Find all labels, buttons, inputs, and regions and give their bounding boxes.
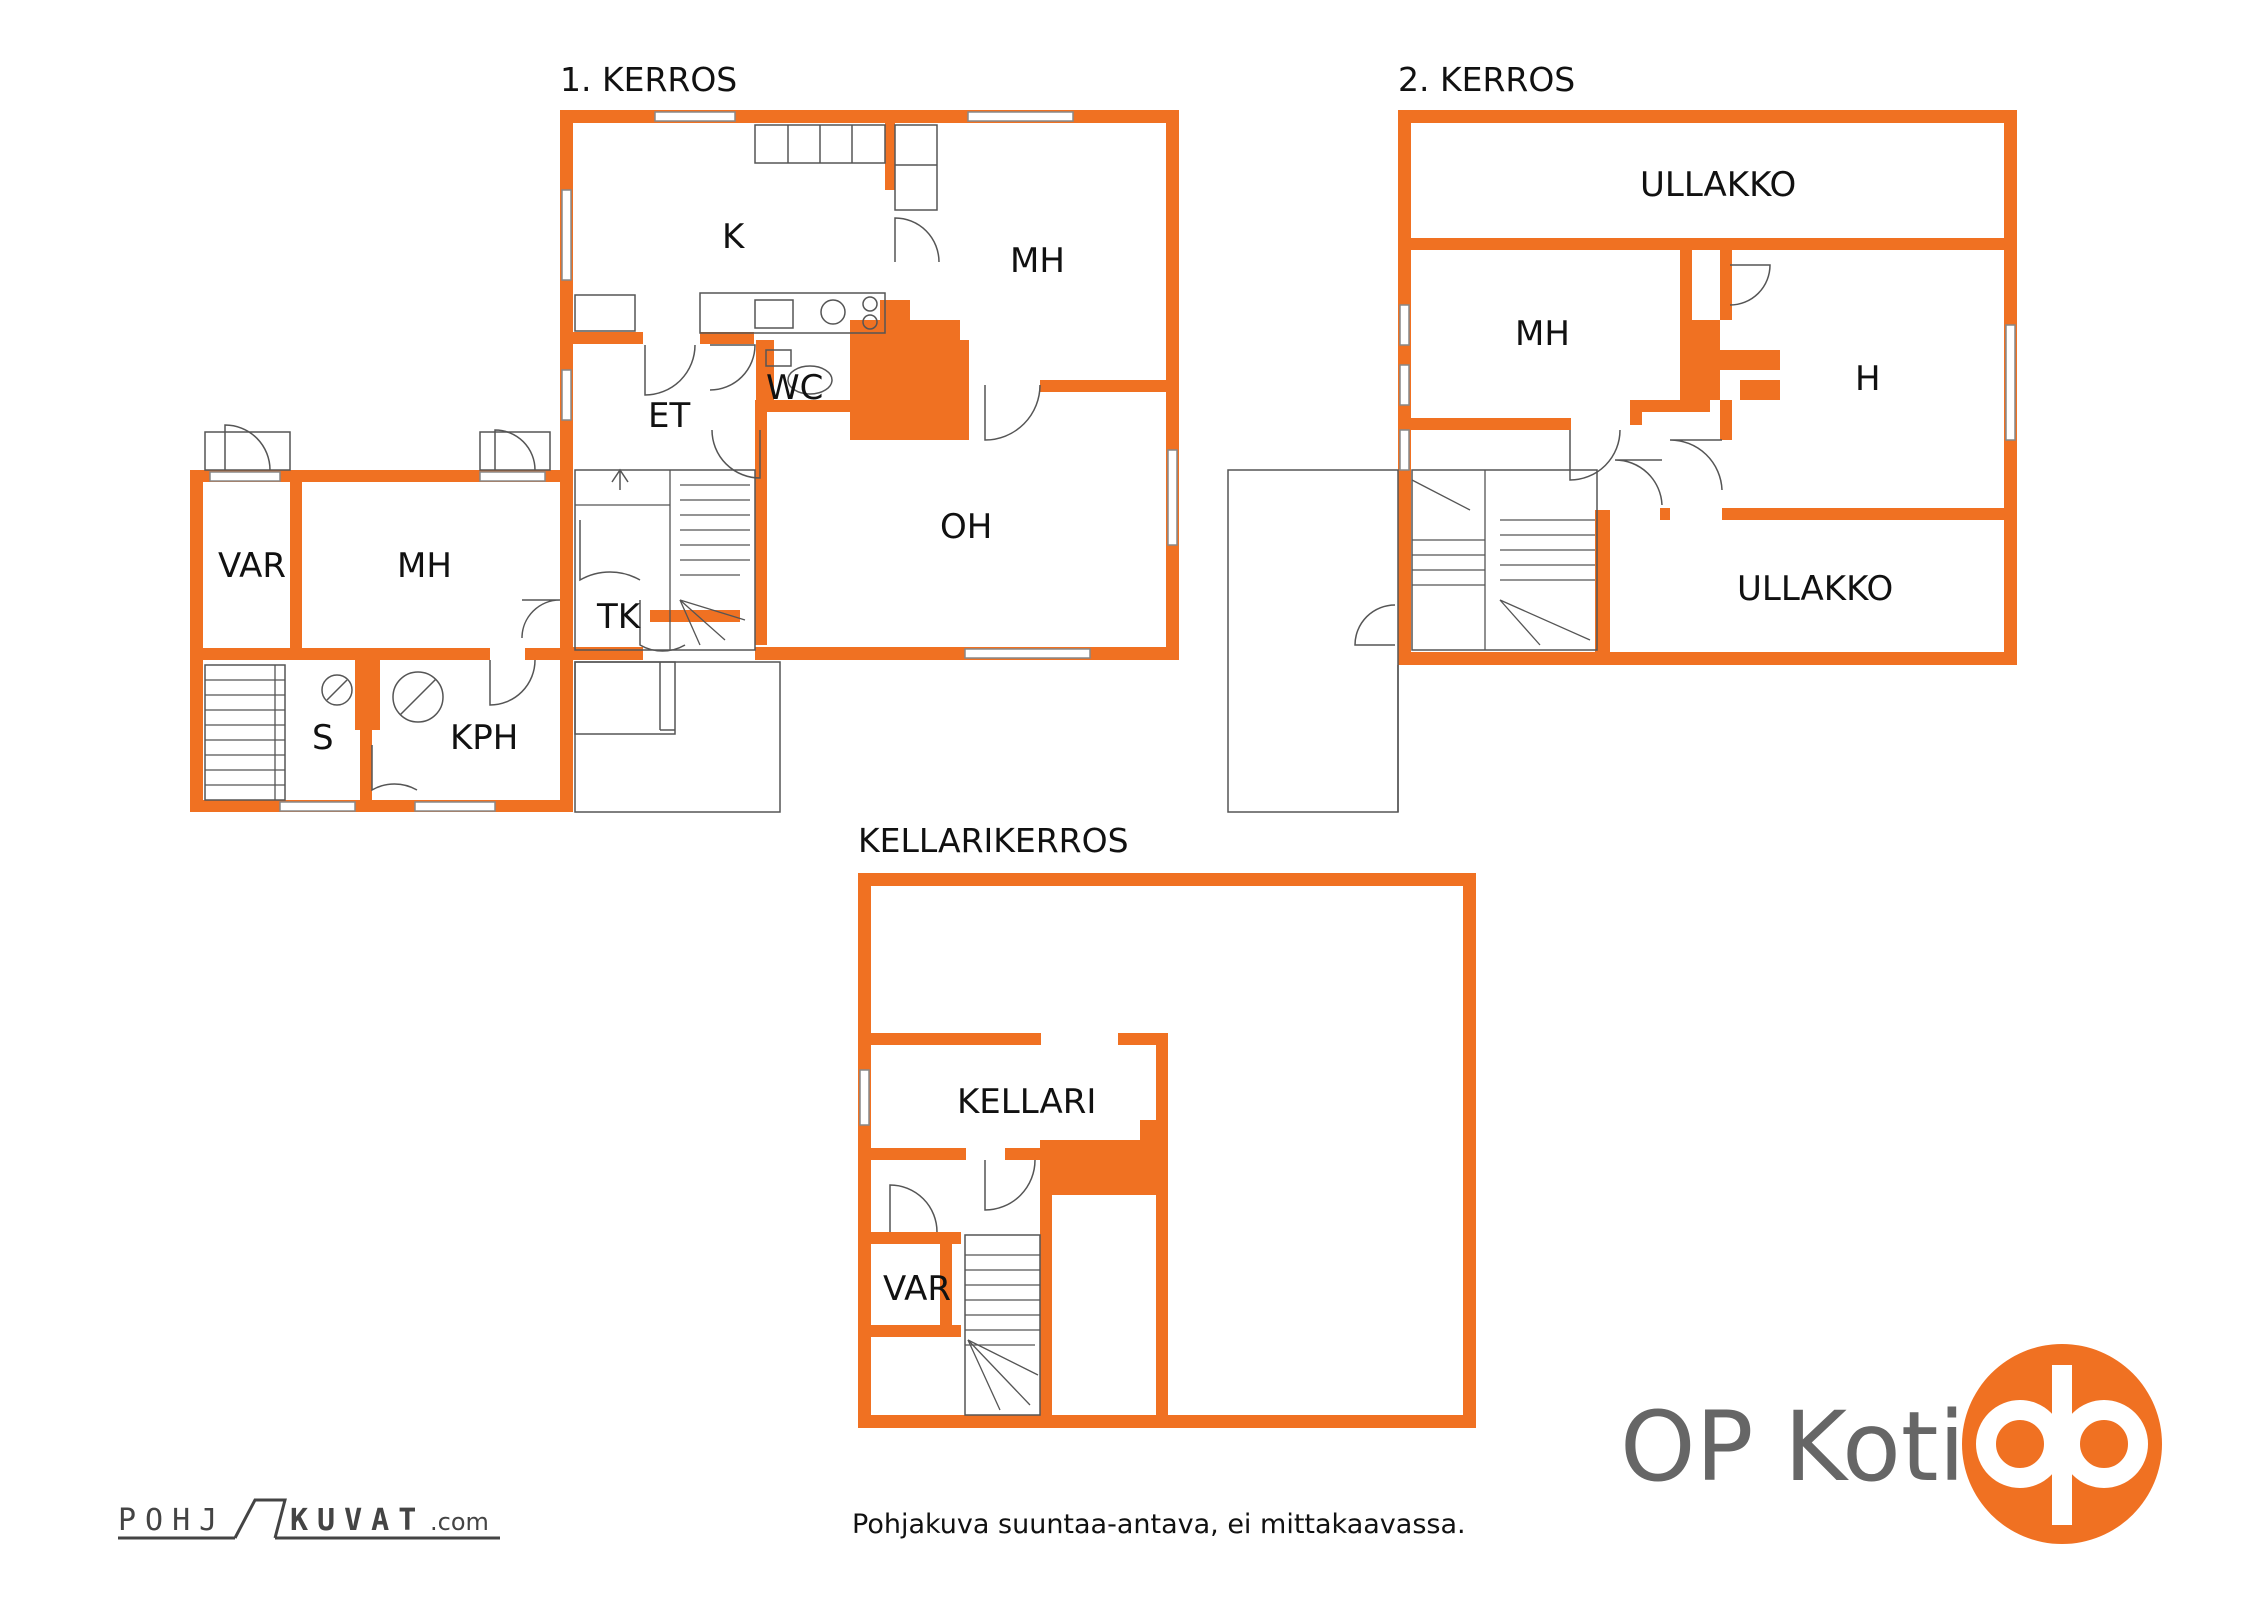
second-floor-title: 2. KERROS bbox=[1398, 60, 1575, 99]
room-label-h: H bbox=[1855, 359, 1881, 399]
op-logo bbox=[1962, 1344, 2162, 1544]
room-label-kph: KPH bbox=[450, 718, 518, 758]
room-label-ullakko-top: ULLAKKO bbox=[1640, 165, 1796, 205]
credit-suffix-text: .com bbox=[430, 1508, 489, 1536]
credit-roof-mark bbox=[233, 1498, 287, 1539]
room-label-et: ET bbox=[648, 396, 690, 436]
room-label-s: S bbox=[312, 718, 334, 758]
room-label-var-first: VAR bbox=[218, 546, 286, 586]
room-label-ullakko-bottom: ULLAKKO bbox=[1737, 569, 1893, 609]
room-label-oh: OH bbox=[940, 507, 992, 547]
credit-right-text: KUVAT bbox=[290, 1503, 425, 1538]
first-floor-title: 1. KERROS bbox=[560, 60, 737, 99]
credit-left-text: POHJ bbox=[118, 1503, 226, 1538]
basement-title: KELLARIKERROS bbox=[858, 821, 1129, 860]
room-label-mh-first: MH bbox=[1010, 241, 1065, 281]
room-label-k: K bbox=[722, 217, 746, 257]
room-label-mh-wing: MH bbox=[397, 546, 452, 586]
first-floor-plan: 1. KERROS bbox=[190, 60, 1179, 813]
room-label-tk: TK bbox=[596, 597, 642, 637]
pohjakuvat-credit: POHJ KUVAT .com bbox=[118, 1498, 500, 1540]
room-label-wc: WC bbox=[766, 368, 823, 408]
room-label-kellari: KELLARI bbox=[957, 1082, 1096, 1122]
basement-floor-plan: KELLARIKERROS bbox=[858, 821, 1476, 1428]
brand-name: OP Koti bbox=[1620, 1391, 1965, 1503]
room-label-mh-second: MH bbox=[1515, 314, 1570, 354]
disclaimer-text: Pohjakuva suuntaa-antava, ei mittakaavas… bbox=[852, 1509, 1466, 1540]
room-label-var-basement: VAR bbox=[883, 1269, 951, 1309]
second-floor-plan: 2. KERROS bbox=[1227, 60, 2017, 813]
